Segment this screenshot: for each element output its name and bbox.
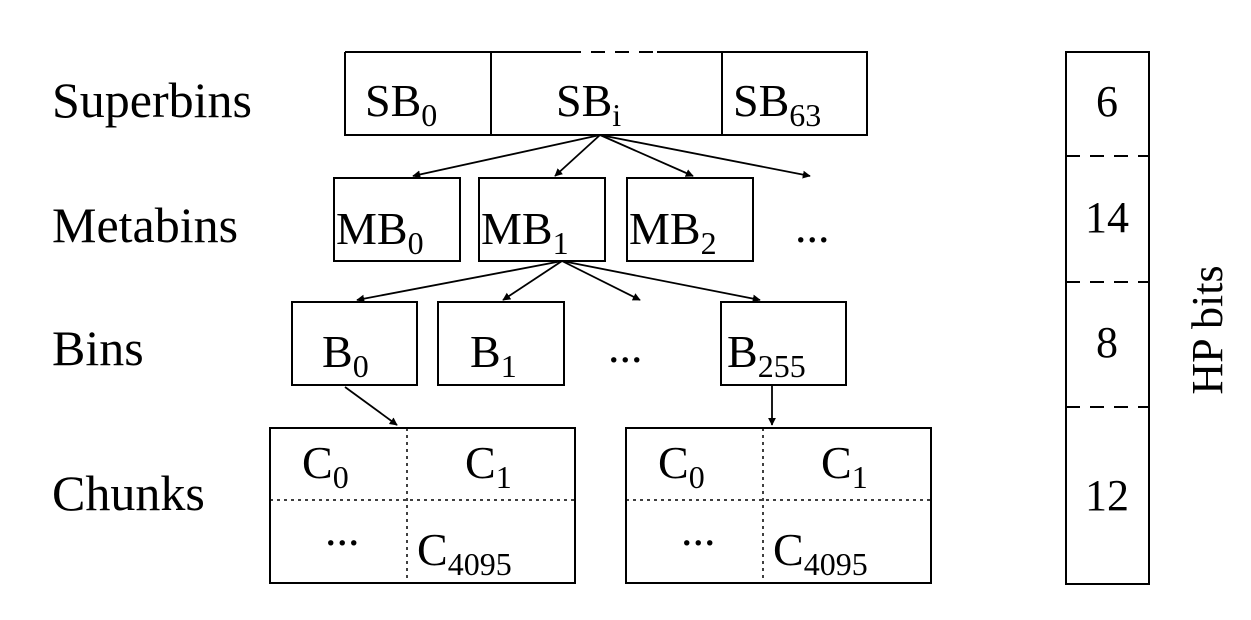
metabin-0: MB0 (336, 203, 424, 261)
row-label-bins: Bins (52, 320, 144, 376)
hp-bits-segment-chunks: 12 (1085, 471, 1129, 520)
bins-ellipsis: ... (608, 321, 643, 372)
metabin-0-box (333, 177, 461, 262)
hp-bits-segment-bins: 8 (1096, 318, 1118, 367)
metabins-row: MB0 MB1 MB2 ... (333, 177, 830, 262)
row-label-superbins: Superbins (52, 72, 252, 128)
chunk-group-2-c0: C0 (658, 437, 705, 495)
superbin-i: SBi (556, 75, 621, 133)
metabin-1: MB1 (481, 203, 569, 261)
superbin-0: SB0 (365, 75, 437, 133)
bin-255-box (720, 301, 847, 386)
metabins-ellipsis: ... (795, 201, 830, 252)
bin-0: B0 (322, 326, 369, 384)
bin-255: B255 (727, 326, 806, 384)
chunk-group-1-ellipsis: ... (325, 504, 360, 555)
bin-0-box (291, 301, 418, 386)
metabin-2-box (626, 177, 754, 262)
superbin-63: SB63 (733, 75, 821, 133)
bins-row: B0 B1 B255 ... (291, 301, 847, 386)
chunk-group-2: C0 C1 ... C4095 (625, 427, 932, 584)
bin-1-box (437, 301, 565, 386)
chunk-group-2-clast: C4095 (773, 524, 868, 582)
superbins-box: SB0 SBi SB63 (344, 51, 868, 136)
hp-bits-segment-metabins: 14 (1085, 193, 1129, 242)
superbin-arrows (412, 134, 811, 179)
hp-bits-column: 6 14 8 12 (1065, 51, 1150, 585)
bin-1: B1 (470, 326, 517, 384)
chunk-group-1-c0: C0 (302, 437, 349, 495)
metabin-1-box (478, 177, 606, 262)
chunk-group-1-clast: C4095 (417, 524, 512, 582)
row-label-metabins: Metabins (52, 197, 238, 253)
row-label-chunks: Chunks (52, 465, 205, 521)
chunk-group-2-ellipsis: ... (681, 504, 716, 555)
chunk-group-2-c1: C1 (821, 437, 868, 495)
hp-bits-title: HP bits (1183, 265, 1232, 394)
hp-bits-segment-superbins: 6 (1096, 77, 1118, 126)
metabin-2: MB2 (629, 203, 717, 261)
chunk-group-1: C0 C1 ... C4095 (269, 427, 576, 584)
metabin-arrows (356, 260, 761, 303)
bin-arrows (344, 385, 776, 426)
chunk-group-1-c1: C1 (465, 437, 512, 495)
